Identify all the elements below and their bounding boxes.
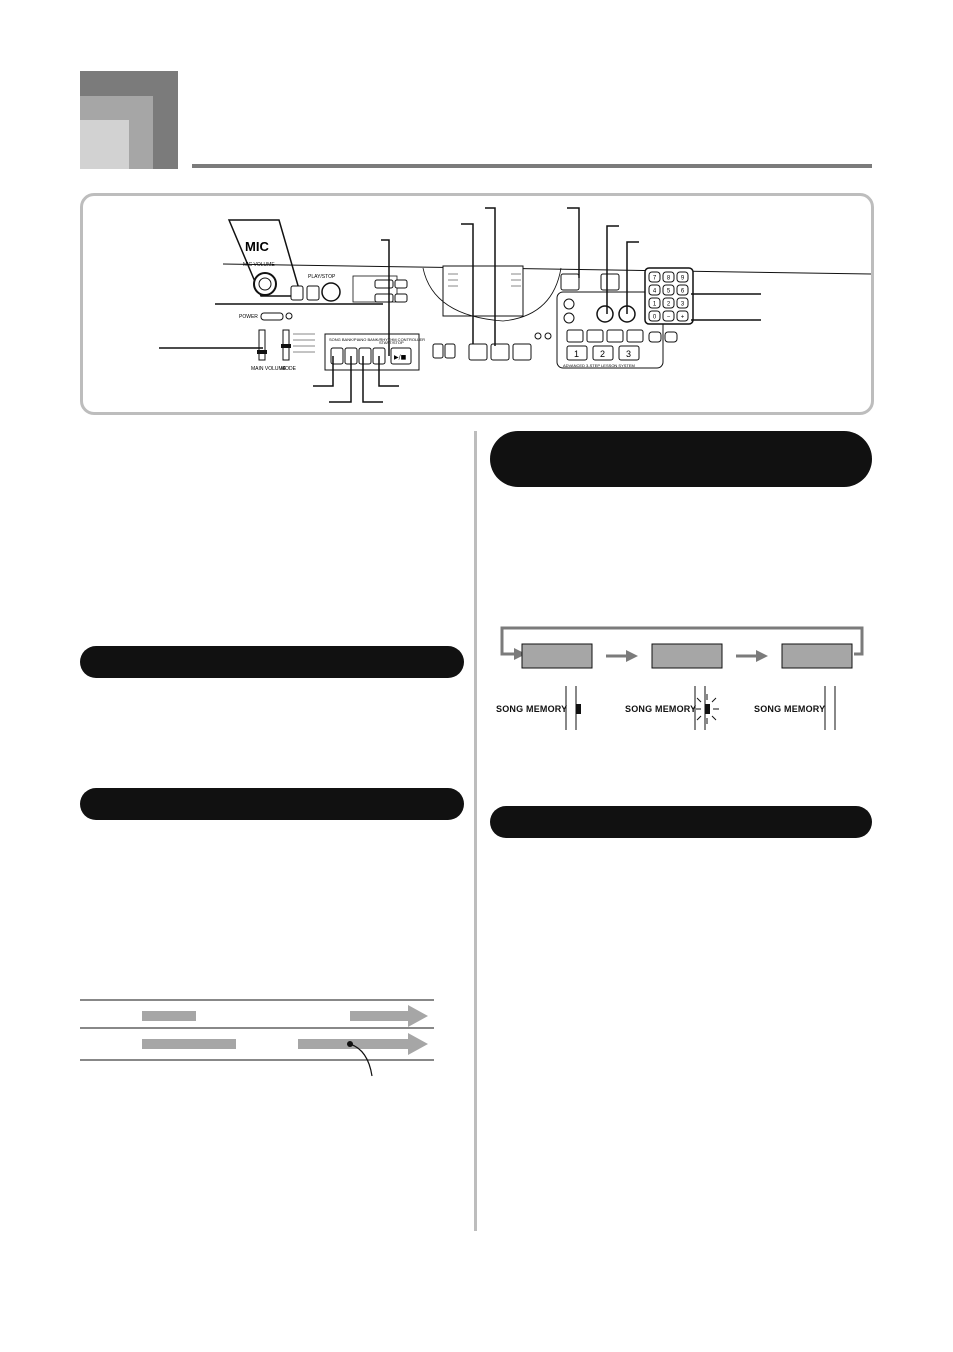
song-memory-label-2: SONG MEMORY <box>625 704 697 714</box>
flow-box-3 <box>781 643 853 669</box>
timeline-arrow-2 <box>298 1033 428 1055</box>
song-memory-label-3: SONG MEMORY <box>754 704 826 714</box>
keyboard-panel-illustration: MIC MIC VOLUME PLAY/STOP POWER MAIN VOLU… <box>80 193 874 415</box>
keypad-key-label: 6 <box>681 289 685 295</box>
section-heading-bar-left-1 <box>80 646 464 678</box>
flow-arrow-1 <box>626 650 638 662</box>
timeline-callout-line <box>349 1043 373 1077</box>
keypad-key-label: 3 <box>681 302 685 308</box>
song-memory-flow-diagram <box>500 626 864 730</box>
mode-label: MODE <box>281 366 297 372</box>
keypad-key-label: 2 <box>667 302 671 308</box>
chapter-square-light <box>80 120 129 169</box>
main-volume-label: MAIN VOLUME <box>251 366 287 372</box>
header-rule <box>192 164 872 168</box>
keypad-key <box>676 271 689 283</box>
keypad-key <box>648 284 661 296</box>
song-memory-label-1: SONG MEMORY <box>496 704 568 714</box>
keypad-key-label: 7 <box>653 276 657 282</box>
keypad-key-label: + <box>681 315 685 321</box>
step-button-3-label: 3 <box>626 349 631 359</box>
keypad-key <box>676 310 689 322</box>
controller-label: SONG BANK/PIANO BANK/RHYTHM CONTROLLER <box>329 337 425 342</box>
keypad-key <box>662 310 675 322</box>
keypad-key-label: − <box>667 315 671 321</box>
keypad-key-label: 5 <box>667 289 671 295</box>
timeline-diagram <box>80 999 434 1077</box>
play-stop-label: PLAY/STOP <box>308 274 336 280</box>
step-button-2-label: 2 <box>600 349 605 359</box>
step-system-label: ADVANCED 3-STEP LESSON SYSTEM <box>563 363 635 368</box>
keypad-key-label: 0 <box>653 315 657 321</box>
keypad-key-label: 8 <box>667 276 671 282</box>
section-heading-bar-right-top <box>490 431 872 487</box>
flow-arrow-2 <box>756 650 768 662</box>
mic-volume-label: MIC VOLUME <box>243 262 275 268</box>
power-label: POWER <box>239 314 258 320</box>
keypad-key <box>648 310 661 322</box>
keypad-key <box>648 271 661 283</box>
keypad-key <box>648 297 661 309</box>
timeline-bar-2-left <box>142 1039 236 1049</box>
keypad-key <box>662 271 675 283</box>
flow-box-1 <box>521 643 593 669</box>
column-divider <box>474 431 477 1231</box>
keypad-key <box>676 284 689 296</box>
song-memory-indicator-2 <box>705 704 710 714</box>
keypad-key-label: 9 <box>681 276 685 282</box>
song-memory-indicator-1 <box>576 704 581 714</box>
flash-rays <box>696 694 719 724</box>
keypad-key <box>676 297 689 309</box>
start-stop-label: START/STOP <box>379 340 404 345</box>
section-heading-bar-left-2 <box>80 788 464 820</box>
keypad-key <box>662 297 675 309</box>
section-heading-bar-right-2 <box>490 806 872 838</box>
flow-box-2 <box>651 643 723 669</box>
keypad-key-label: 1 <box>653 302 657 308</box>
timeline-arrow-1 <box>350 1005 428 1027</box>
timeline-bar-1-left <box>142 1011 196 1021</box>
play-pause-symbol: ▶/■ <box>394 354 407 361</box>
keypad-key <box>662 284 675 296</box>
mic-label: MIC <box>245 239 269 254</box>
keypad: 7 8 9 4 5 6 1 2 3 0 − + <box>648 271 689 322</box>
keypad-key-label: 4 <box>653 289 657 295</box>
step-button-1-label: 1 <box>574 349 579 359</box>
keyboard-panel-drawing: MIC MIC VOLUME PLAY/STOP POWER MAIN VOLU… <box>159 207 871 403</box>
